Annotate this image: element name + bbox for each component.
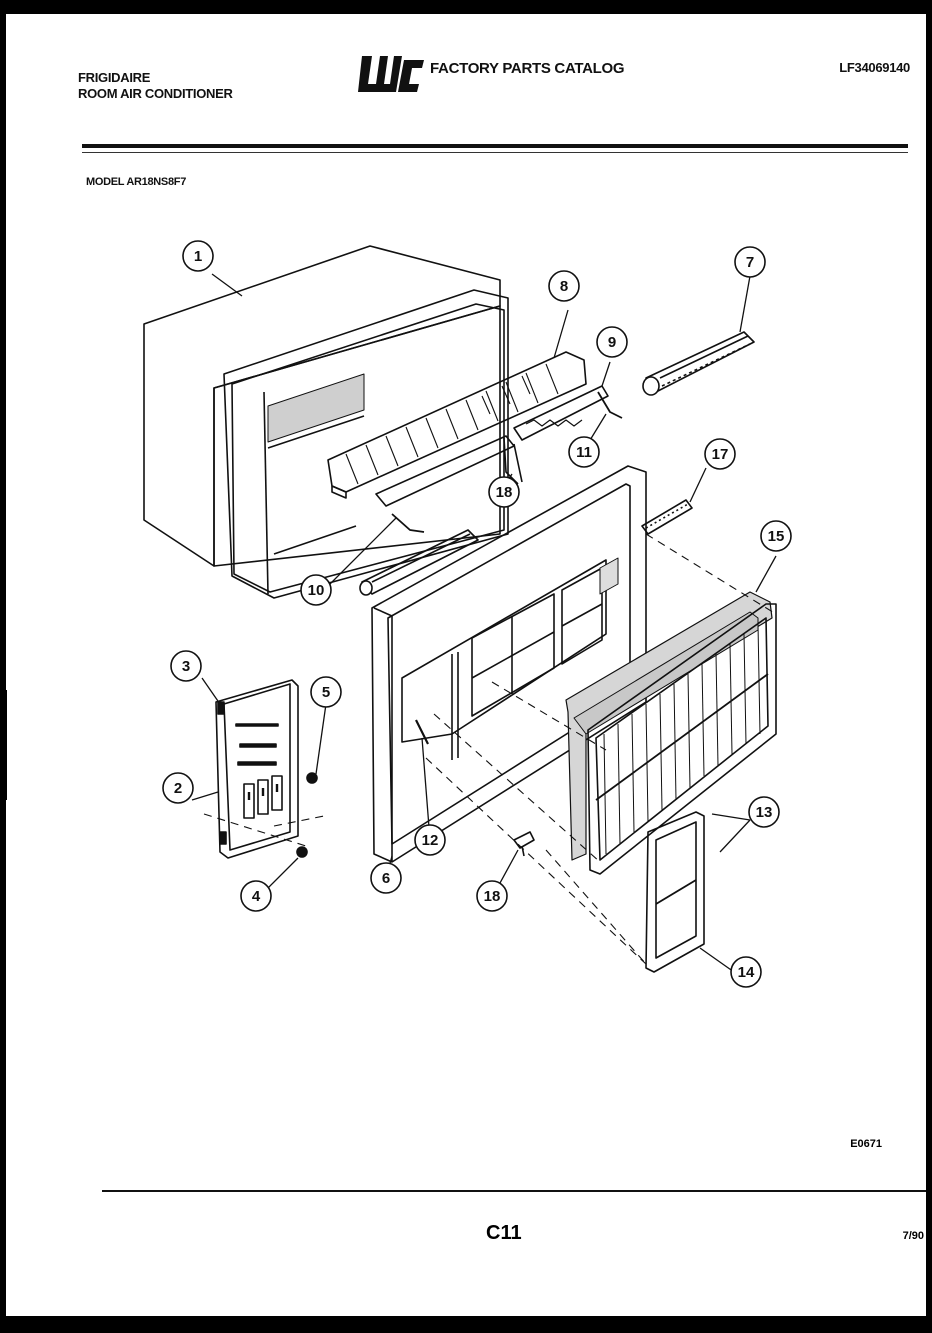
model-number: MODEL AR18NS8F7 — [86, 176, 187, 188]
callout-2: 2 — [174, 780, 182, 797]
header-rule-thin — [82, 152, 908, 153]
brand-name: FRIGIDAIRE — [78, 70, 151, 85]
page-number: C11 — [486, 1222, 522, 1244]
callout-10: 10 — [308, 582, 325, 599]
callout-3: 3 — [182, 658, 190, 675]
callout-9: 9 — [608, 334, 616, 351]
header-rule — [82, 144, 908, 148]
callout-18-upper: 18 — [496, 484, 513, 501]
callout-1: 1 — [194, 248, 202, 265]
callout-11: 11 — [576, 444, 592, 461]
date-code: 7/90 — [902, 1230, 924, 1242]
callout-18-lower: 18 — [484, 888, 501, 905]
discharge-bar-part — [642, 331, 755, 396]
product-type: ROOM AIR CONDITIONER — [78, 86, 233, 101]
access-door-part — [645, 811, 705, 973]
catalog-page: FRIGIDAIRE ROOM AIR CONDITIONER FACTORY … — [6, 14, 926, 1316]
leader-lines — [191, 273, 777, 973]
front-top-bar — [359, 529, 479, 596]
callout-circles — [162, 240, 792, 988]
callout-7: 7 — [746, 254, 754, 271]
cabinet-part — [143, 245, 509, 599]
grille-part — [587, 603, 777, 875]
exploded-parts-diagram: 1 2 3 4 5 6 7 8 9 10 11 12 13 14 15 17 1… — [143, 240, 792, 988]
callout-6: 6 — [382, 870, 390, 887]
drawing-reference: E0671 — [850, 1138, 882, 1150]
brand-block: FRIGIDAIRE ROOM AIR CONDITIONER — [78, 70, 233, 102]
callout-17: 17 — [712, 446, 729, 463]
catalog-number: LF34069140 — [839, 60, 910, 75]
callout-15: 15 — [768, 528, 785, 545]
louver-assembly-part — [327, 351, 623, 533]
callout-12: 12 — [422, 832, 439, 849]
callout-5: 5 — [322, 684, 330, 701]
callout-8: 8 — [560, 278, 568, 295]
wci-logo — [358, 56, 424, 92]
catalog-title: FACTORY PARTS CATALOG — [430, 60, 625, 77]
pivot-rod-part — [641, 499, 693, 535]
callout-4: 4 — [252, 888, 261, 905]
control-panel-part — [215, 679, 318, 859]
assembly-lines — [203, 533, 777, 965]
footer-rule — [102, 1190, 926, 1192]
callout-13: 13 — [756, 804, 773, 821]
callout-14: 14 — [738, 964, 755, 981]
scan-edge-mark — [0, 690, 7, 800]
